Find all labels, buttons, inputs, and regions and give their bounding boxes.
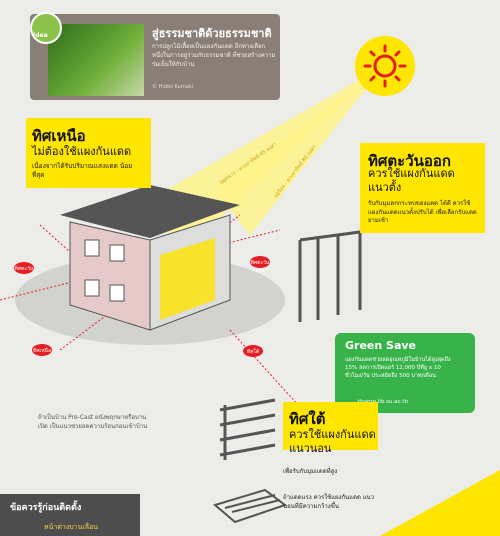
direction-marker-west: ทิศตะวันตก bbox=[14, 262, 34, 280]
north-subtitle: ไม่ต้องใช้แผงกันแดด bbox=[32, 145, 132, 158]
direction-marker-east: ทิศตะวันออก bbox=[250, 256, 270, 274]
idea-photo bbox=[48, 24, 144, 96]
north-text: เนื่องจากได้รับปริมาณแสงแดด น้อยที่สุด bbox=[32, 162, 133, 179]
idea-badge bbox=[30, 12, 62, 44]
idea-text: การปลูกไม้เลื้อยเป็นแผงกันแดด อีกทางเลือ… bbox=[152, 43, 276, 68]
green-save-title: Green Save bbox=[345, 339, 417, 352]
horizontal-louver-illustration bbox=[219, 398, 276, 460]
south-text-2: ถ้าแดดแรง ควรใช้แผงกันแดด แนวนอนที่มีควา… bbox=[283, 494, 375, 510]
awning-illustration bbox=[212, 488, 288, 524]
green-save-panel bbox=[335, 333, 475, 413]
idea-title: สู่ธรรมชาติด้วยธรรมชาติ bbox=[152, 27, 272, 40]
direction-label-north: ทิศเหนือ bbox=[33, 348, 51, 354]
north-title: ทิศเหนือ bbox=[32, 127, 86, 145]
east-panel bbox=[360, 143, 485, 233]
direction-label-west: ทิศตะวันตก bbox=[14, 266, 34, 280]
sun-icon bbox=[355, 36, 415, 96]
south-title: ทิศใต้ bbox=[289, 410, 326, 428]
idea-badge-label: Idea bbox=[33, 32, 48, 39]
house-illustration bbox=[60, 185, 240, 331]
north-panel bbox=[26, 118, 151, 188]
south-text: เพื่อรับกับมุมแดดที่สูง bbox=[283, 468, 338, 475]
direction-label-east: ทิศตะวันออก bbox=[250, 260, 270, 274]
direction-marker-south: ทิศใต้ bbox=[243, 345, 263, 357]
green-save-text: แผงกันแดดช่วยลดอุณหภูมิในบ้านได้สูงสุดถึ… bbox=[345, 357, 451, 379]
east-text: รับกับมุมตกกระทบของแดด ได้ดี ควรใช้แผงกั… bbox=[368, 200, 477, 224]
tips-panel bbox=[0, 494, 140, 536]
tips-subtitle: หน้าต่างบานเลื่อน bbox=[44, 523, 99, 531]
south-panel bbox=[283, 402, 378, 450]
green-save-url: thapra.lib.su.ac.th bbox=[358, 399, 409, 405]
east-subtitle: ควรใช้แผงกันแดด แนวตั้ง bbox=[368, 167, 455, 194]
south-subtitle: ควรใช้แผงกันแดด แนวนอน bbox=[289, 428, 376, 455]
idea-credit: © Hideo Kumaki bbox=[152, 84, 194, 90]
direction-label-south: ทิศใต้ bbox=[246, 349, 260, 355]
vertical-louver-illustration bbox=[298, 230, 362, 322]
east-title: ทิศตะวันออก bbox=[368, 152, 451, 170]
tips-title: ข้อควรรู้ก่อนติดตั้ง bbox=[10, 503, 82, 513]
precast-note: ถ้าเป็นบ้าน Pre-Cast ผนังพฤกษาหรือบานเปิ… bbox=[38, 414, 148, 430]
direction-marker-north: ทิศเหนือ bbox=[32, 344, 52, 356]
